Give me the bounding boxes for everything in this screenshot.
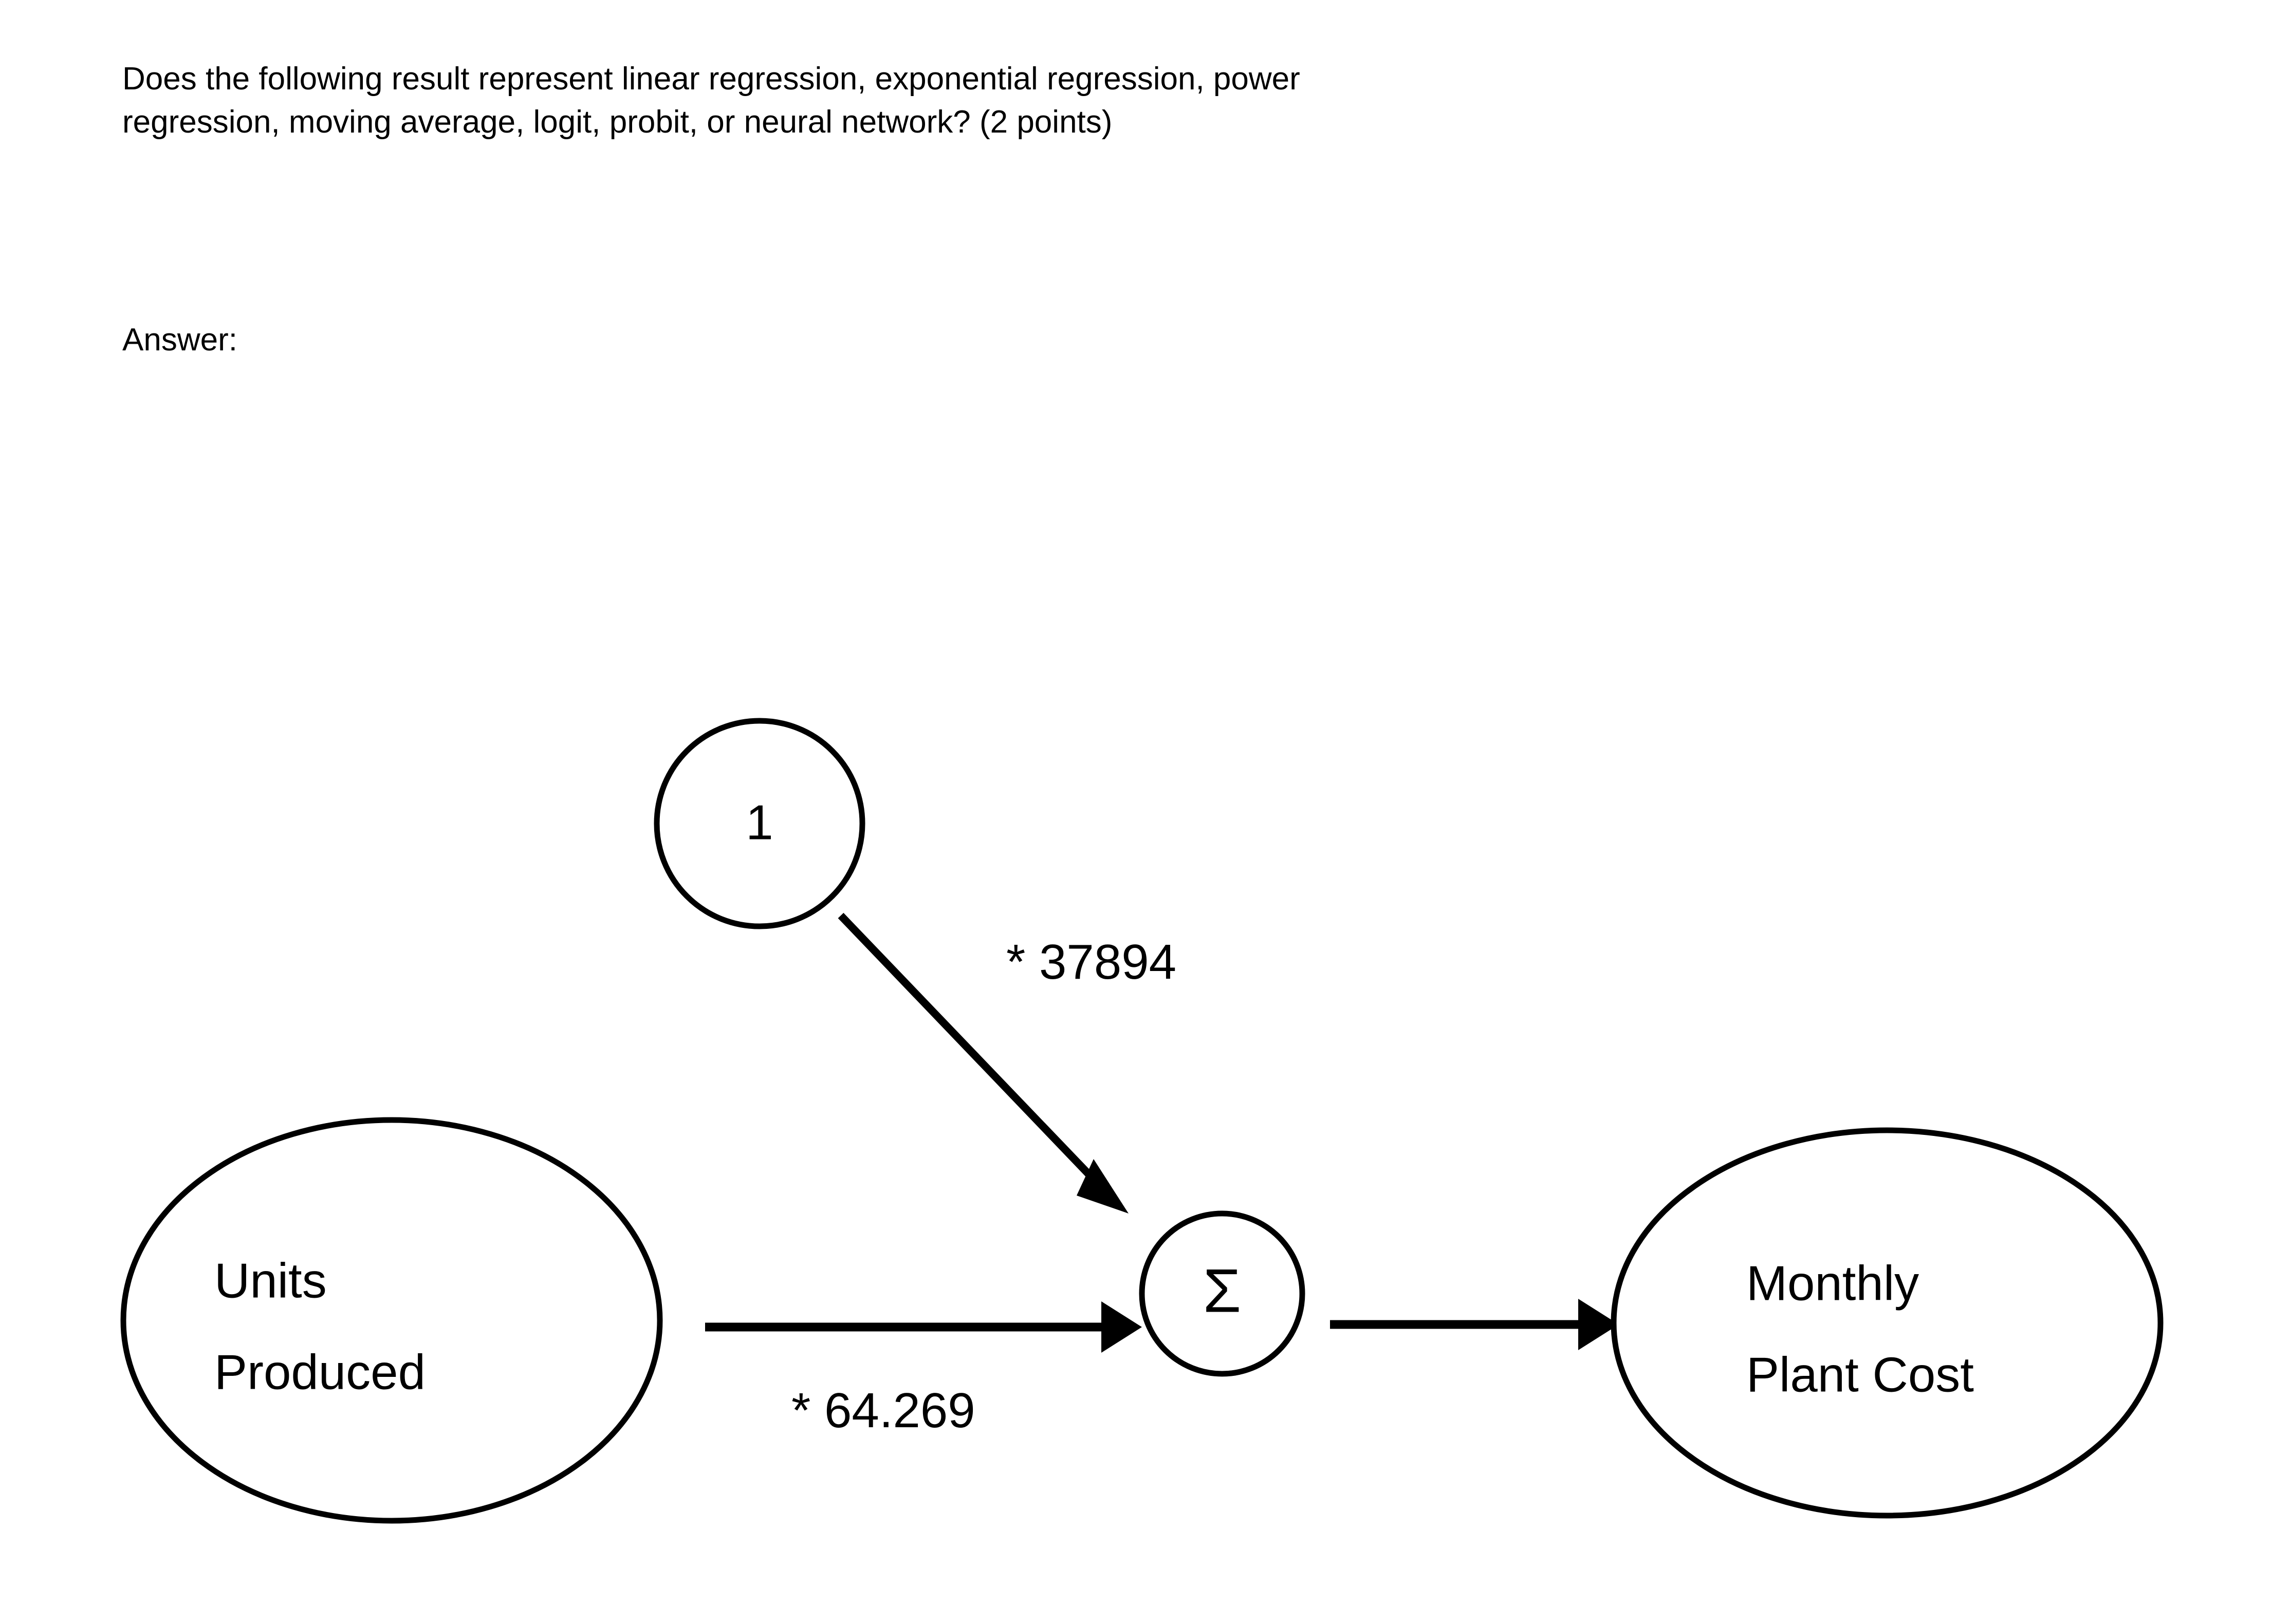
question-text: Does the following result represent line… <box>122 58 2075 144</box>
node-output-monthly-plant-cost[interactable]: Monthly Plant Cost <box>1611 1127 2164 1519</box>
edge-bias-to-sum <box>838 912 1129 1214</box>
question-line-1: Does the following result represent line… <box>122 61 1300 97</box>
edge-input-to-sum <box>705 1301 1142 1353</box>
node-input-label-line1: Units <box>214 1253 327 1308</box>
node-input-units-produced[interactable]: Units Produced <box>120 1117 663 1524</box>
edge-label-bias-weight: * 37894 <box>1006 935 1176 990</box>
node-sum-sigma[interactable]: Σ <box>1139 1210 1305 1377</box>
node-bias[interactable]: 1 <box>654 718 865 929</box>
node-sum-label: Σ <box>1203 1257 1241 1326</box>
edge-label-input-weight: * 64.269 <box>791 1383 975 1438</box>
answer-label: Answer: <box>122 322 237 358</box>
node-output-label-line1: Monthly <box>1746 1256 1919 1311</box>
edge-sum-to-output <box>1330 1299 1619 1350</box>
node-bias-label: 1 <box>746 795 773 850</box>
node-input-label-line2: Produced <box>214 1345 426 1399</box>
node-output-label-line2: Plant Cost <box>1746 1347 1974 1402</box>
question-line-2: regression, moving average, logit, probi… <box>122 104 1113 140</box>
